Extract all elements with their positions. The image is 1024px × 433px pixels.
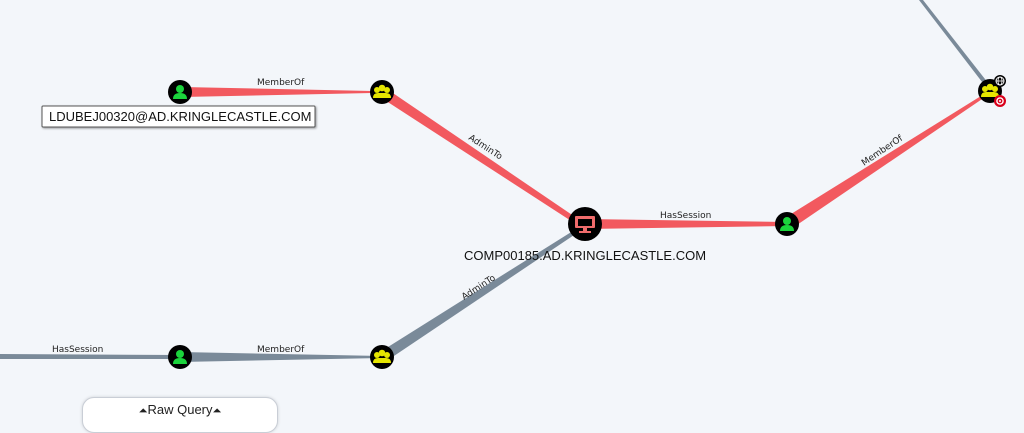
raw-query-label: Raw Query	[147, 402, 213, 417]
user-node-right[interactable]	[775, 212, 799, 236]
edge-hassession-right[interactable]	[585, 219, 787, 229]
group-node-target[interactable]	[978, 75, 1006, 107]
user-icon	[173, 350, 187, 364]
edge-label-hassession-right: HasSession	[660, 211, 711, 221]
edge-memberof-top[interactable]	[182, 87, 372, 97]
user-icon	[780, 217, 794, 231]
user-top-label-box: LDUBEJ00320@AD.KRINGLECASTLE.COM	[41, 105, 316, 128]
caret-up-icon: ⏶	[212, 405, 222, 417]
group-icon	[373, 84, 391, 98]
edge-adminto-top[interactable]	[380, 87, 584, 228]
group-icon	[373, 349, 391, 363]
user-node-bottom[interactable]	[168, 345, 192, 369]
edge-memberof-bottom[interactable]	[180, 352, 382, 362]
user-top-label: LDUBEJ00320@AD.KRINGLECASTLE.COM	[49, 109, 311, 124]
graph-canvas[interactable]: MemberOf AdminTo HasSession MemberOf Adm…	[0, 0, 1024, 419]
raw-query-button[interactable]: ⏶Raw Query⏶	[82, 397, 278, 433]
caret-up-icon: ⏶	[138, 405, 148, 417]
group-node-bottom[interactable]	[370, 345, 394, 369]
edge-offscreen-top[interactable]	[919, 0, 992, 91]
group-icon	[981, 83, 999, 97]
group-node-top[interactable]	[370, 80, 394, 104]
edge-adminto-bottom[interactable]	[380, 224, 586, 362]
globe-icon	[994, 75, 1006, 87]
edge-memberof-right[interactable]	[783, 91, 991, 229]
computer-node[interactable]	[568, 207, 602, 241]
edge-label-memberof-top: MemberOf	[257, 78, 305, 88]
edge-hassession-bottom[interactable]	[0, 354, 180, 359]
user-icon	[173, 85, 187, 99]
edge-label-memberof-bottom: MemberOf	[257, 345, 305, 355]
edge-label-hassession-bottom: HasSession	[52, 345, 103, 355]
target-icon	[994, 95, 1006, 107]
user-node-top[interactable]	[168, 80, 192, 104]
computer-label: COMP00185.AD.KRINGLECASTLE.COM	[464, 248, 706, 263]
